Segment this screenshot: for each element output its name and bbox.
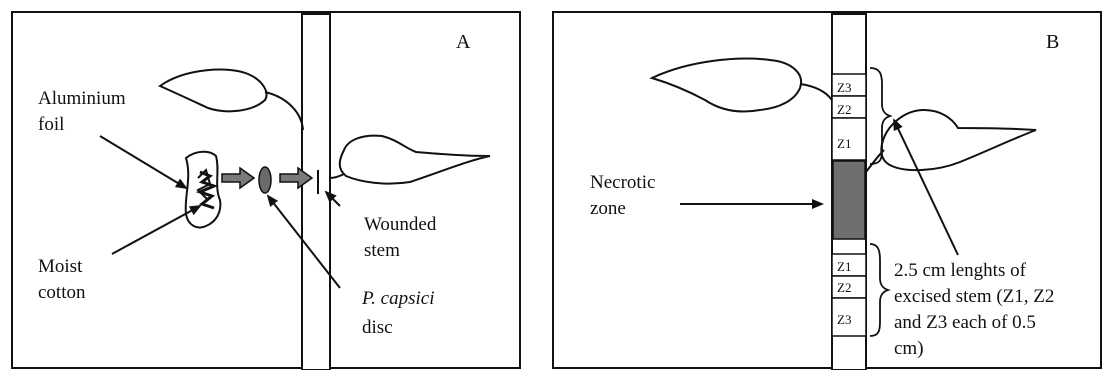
panel-b-letter: B — [1046, 31, 1059, 53]
panel-b-left-leaf — [652, 59, 801, 112]
panel-a: A Aluminium foil Moist cotton Wounded st… — [12, 12, 520, 370]
lower-zone-label: Z3 — [837, 312, 851, 327]
panel-a-stem — [302, 14, 330, 370]
necrotic-zone — [833, 161, 865, 239]
cotton-pointer — [112, 206, 200, 254]
lower-zone-label: Z2 — [837, 280, 851, 295]
upper-zone-label: Z2 — [837, 102, 851, 117]
panel-a-right-leaf-petiole — [330, 174, 344, 178]
foil-label-1: Aluminium — [38, 88, 126, 109]
panel-a-upper-leaf-petiole — [265, 92, 303, 130]
excised-note-3: and Z3 each of 0.5 — [894, 312, 1036, 333]
excised-note-2: excised stem (Z1, Z2 — [894, 286, 1054, 307]
panel-a-right-leaf — [340, 136, 490, 184]
disc-label-2: disc — [362, 317, 393, 338]
panel-a-upper-leaf — [160, 70, 266, 112]
foil-pointer — [100, 136, 186, 188]
transfer-arrow-1 — [222, 168, 254, 188]
panel-b: Z3 Z2 Z1 Z1 Z2 Z3 B Necrotic zone 2.5 cm… — [553, 12, 1101, 370]
foil-label-2: foil — [38, 114, 64, 135]
excised-note-1: 2.5 cm lenghts of — [894, 260, 1027, 281]
panel-a-letter: A — [456, 31, 471, 53]
upper-zone-label: Z1 — [837, 136, 851, 151]
stem-label-2: stem — [364, 240, 400, 261]
lower-bracket — [870, 244, 888, 336]
disc-label-1: P. capsici — [361, 288, 434, 309]
pathogen-disc — [259, 167, 271, 193]
stem-label-1: Wounded — [364, 214, 437, 235]
necrotic-label-2: zone — [590, 198, 626, 219]
upper-zone-label: Z3 — [837, 80, 851, 95]
excised-note-4: cm) — [894, 338, 924, 359]
necrotic-label-1: Necrotic — [590, 172, 655, 193]
cotton-label-1: Moist — [38, 256, 83, 277]
cotton-label-2: cotton — [38, 282, 86, 303]
lower-zone-label: Z1 — [837, 259, 851, 274]
panel-b-left-leaf-petiole — [800, 84, 832, 100]
